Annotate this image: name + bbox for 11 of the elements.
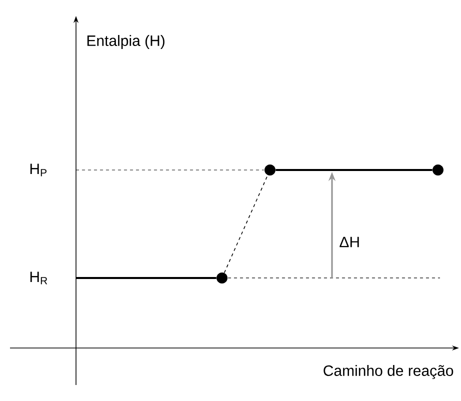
point-marker	[432, 164, 444, 176]
delta-label: ΔH	[340, 236, 359, 248]
level-label: H$_{R}$	[30, 272, 48, 284]
axis-label: Caminho de reação	[324, 364, 454, 380]
level-line	[76, 276, 216, 279]
level-line	[276, 169, 432, 171]
point-marker	[264, 164, 276, 176]
transition-line	[224, 174, 268, 274]
level-label: H$_{P}$	[30, 164, 46, 176]
point-marker	[216, 272, 228, 284]
axis-label: Entalpia (H)	[87, 35, 164, 49]
